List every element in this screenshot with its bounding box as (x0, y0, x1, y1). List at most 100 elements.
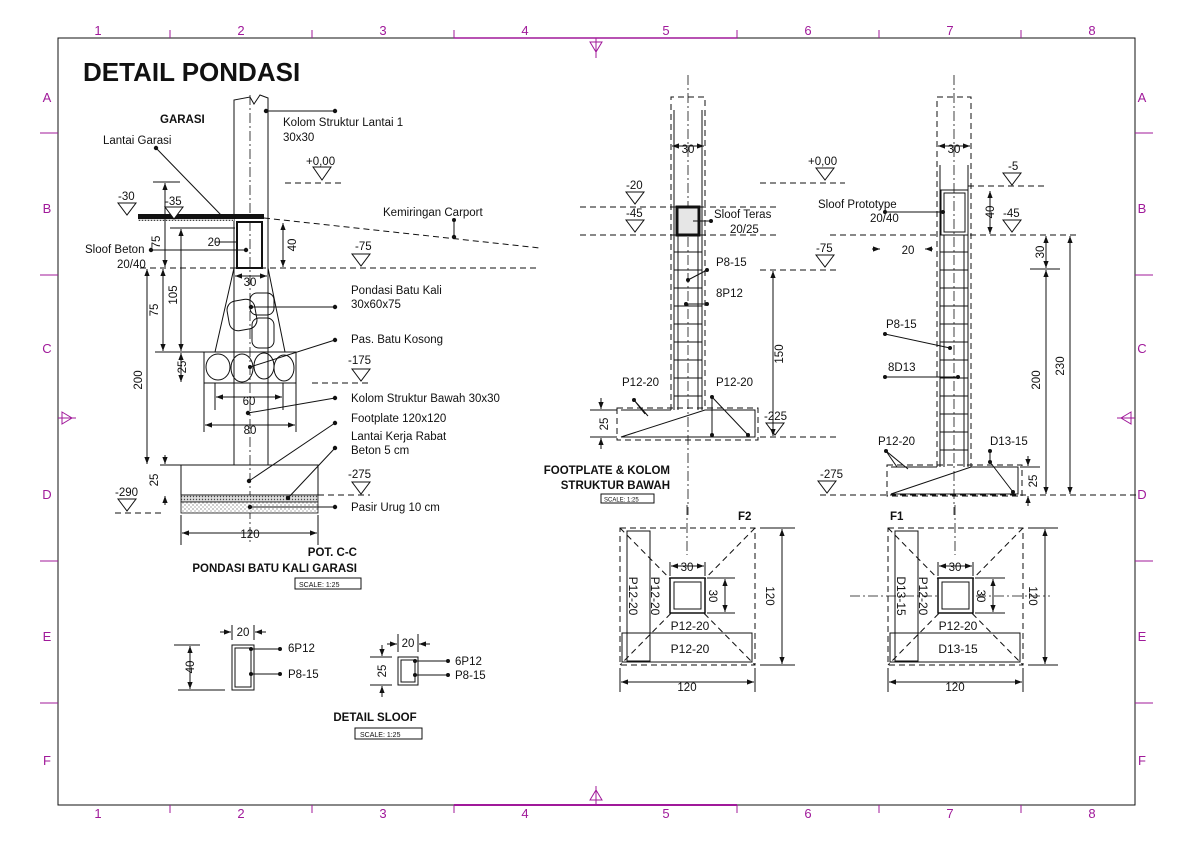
grid-columns-3-label: 4 (521, 23, 528, 38)
pot_cc-dims-d75b-label: 75 (149, 304, 161, 317)
f2-strip_h1-label: P12-20 (671, 619, 710, 633)
footplate_right-levels-l275-label: -275 (820, 469, 843, 481)
sloof-a-stirrup-label: P8-15 (288, 669, 319, 681)
f1-c30h-label: 30 (974, 590, 986, 603)
f2-label: F2 (738, 511, 751, 523)
footplate_mid-p_left-label: P12-20 (622, 377, 659, 389)
pot_cc-dims-d105-label: 105 (168, 285, 180, 304)
footplate_right-d20-label: 20 (902, 245, 915, 257)
section-caption: FOOTPLATE & KOLOM (544, 465, 670, 477)
grid-columns-7-label: 8 (1088, 806, 1095, 821)
pot_cc-kolom_bawah-label: Kolom Struktur Bawah 30x30 (351, 393, 500, 405)
f1-strip_v2-label: P12-20 (916, 577, 930, 616)
pot_cc-pasir_urug-label: Pasir Urug 10 cm (351, 502, 440, 514)
footplate_right-sloof_proto_size-label: 20/40 (870, 213, 899, 225)
footplate_mid-sloof_teras-label: Sloof Teras (714, 209, 772, 221)
footplate-plan-f2: 30 30 120 120 F2 P12-20 P12-20 P12-20 P1… (619, 505, 795, 694)
sloof-caption: DETAIL SLOOF (333, 712, 416, 724)
footplate_mid-levels-l45-label: -45 (626, 208, 643, 220)
footplate-plan-f1: 30 30 120 120 F1 D13-15 P12-20 P12-20 D1… (850, 505, 1058, 694)
grid-rows-1-label: B (1138, 201, 1147, 216)
pot_cc-lantai_kerja2-label: Beton 5 cm (351, 445, 409, 457)
pot_cc-dims-d120-label: 120 (240, 529, 259, 541)
grid-rows-1-label: B (43, 201, 52, 216)
f1-label: F1 (890, 511, 904, 523)
grid-columns-0-label: 1 (94, 806, 101, 821)
f1-strip_h2-label: D13-15 (938, 642, 978, 656)
footplate_mid-p_right-label: P12-20 (716, 377, 753, 389)
footplate_right-bars-label: 8D13 (888, 362, 916, 374)
pot_cc-levels-l0-label: +0,00 (306, 156, 335, 168)
scale-label: SCALE: 1:25 (604, 498, 639, 504)
grid-columns-5-label: 6 (804, 806, 811, 821)
grid-column-labels-top: 1 2 3 4 5 6 7 8 (94, 23, 1095, 38)
sloof-b-stirrup-label: P8-15 (455, 670, 486, 682)
grid-rows-0-label: A (1138, 90, 1147, 105)
f2-strip_h2-label: P12-20 (671, 642, 710, 656)
footplate_right-d40-label: 40 (985, 206, 997, 219)
footplate_mid-levels-l225-label: -225 (764, 411, 787, 423)
footplate_mid-levels-l75-label: -75 (816, 243, 833, 255)
sloof-b-h-label: 25 (377, 665, 389, 678)
batu-kali-stones (203, 292, 297, 384)
f1-strip_h1-label: P12-20 (939, 619, 978, 633)
footplate_right-levels-l45-label: -45 (1003, 208, 1020, 220)
grid-rows-3-label: D (42, 487, 51, 502)
f1-size_h-label: 120 (945, 682, 964, 694)
footplate_mid-stirrup-label: P8-15 (716, 257, 747, 269)
footplate_right-d30-label: 30 (948, 144, 961, 156)
f1-c30w-label: 30 (949, 562, 962, 574)
pot_cc-garasi-label: GARASI (160, 114, 205, 126)
grid-row-labels-left: A B C D E F (42, 90, 51, 768)
pot_cc-kemiringan-label: Kemiringan Carport (383, 207, 484, 219)
footplate_right-sloof_proto-label: Sloof Prototype (818, 199, 897, 211)
pot_cc-pondasi_batu_kali-label: Pondasi Batu Kali (351, 285, 442, 297)
section-subcaption: STRUKTUR BAWAH (561, 480, 670, 492)
sloof-a-h-label: 40 (185, 661, 197, 674)
footplate_right-d200-label: 200 (1031, 370, 1043, 389)
pot_cc-dims-d25b-label: 25 (149, 474, 161, 487)
pot_cc-kolom_lantai1_size-label: 30x30 (283, 132, 314, 144)
footplate_right-levels-l5-label: -5 (1008, 161, 1018, 173)
pot_cc-sloof_beton_size-label: 20/40 (117, 259, 146, 271)
f2-c30h-label: 30 (706, 590, 718, 603)
scale-label: SCALE: 1:25 (299, 582, 340, 589)
footplate_mid-bars-label: 8P12 (716, 288, 743, 300)
sloof-a-bar-label: 6P12 (288, 643, 315, 655)
footplate_mid-d150-label: 150 (774, 344, 786, 363)
section-caption: POT. C-C (308, 547, 357, 559)
sloof-b-bar-label: 6P12 (455, 656, 482, 668)
pot_cc-footplate-label: Footplate 120x120 (351, 413, 446, 425)
footplate_right-d30v-label: 30 (1035, 246, 1047, 259)
grid-rows-4-label: E (1138, 629, 1147, 644)
page-title: DETAIL PONDASI (83, 57, 300, 87)
footplate_right-levels-l0-label: +0,00 (808, 156, 837, 168)
footplate_mid-d30-label: 30 (682, 144, 695, 156)
footplate_right-stirrup-label: P8-15 (886, 319, 917, 331)
section-subcaption: PONDASI BATU KALI GARASI (192, 563, 357, 575)
f2-strip_v2-label: P12-20 (648, 577, 662, 616)
pot_cc-dims-d25a-label: 25 (177, 361, 189, 374)
pot_cc-dims-d60-label: 60 (243, 396, 256, 408)
grid-columns-3-label: 4 (521, 806, 528, 821)
f2-c30w-label: 30 (681, 562, 694, 574)
grid-columns-1-label: 2 (237, 806, 244, 821)
pot_cc-levels-l175-label: -175 (348, 355, 371, 367)
footplate-kolom-section: 30 -20 -45 -75 -225 150 25 Sloof Teras 2… (544, 75, 840, 515)
scale-label: SCALE: 1:25 (360, 732, 401, 739)
section-pot-cc: +0,00 -30 -35 -75 -175 -275 -290 75 75 1… (85, 94, 541, 590)
f2-size_h-label: 120 (677, 682, 696, 694)
pot_cc-dims-d200-label: 200 (133, 370, 145, 389)
pot_cc-dims-d75a-label: 75 (151, 236, 163, 249)
f1-size_v-label: 120 (1026, 586, 1038, 605)
pot_cc-levels-l75-label: -75 (355, 241, 372, 253)
pot_cc-dims-d30-label: 30 (244, 277, 257, 289)
grid-columns-0-label: 1 (94, 23, 101, 38)
pot_cc-sloof_beton-label: Sloof Beton (85, 244, 144, 256)
grid-columns-6-label: 7 (946, 806, 953, 821)
sheet-frame: 1 2 3 4 5 6 7 8 1 2 3 4 5 6 7 8 A B C D … (40, 23, 1153, 821)
f2-strip_v1-label: P12-20 (626, 577, 640, 616)
grid-rows-4-label: E (43, 629, 52, 644)
